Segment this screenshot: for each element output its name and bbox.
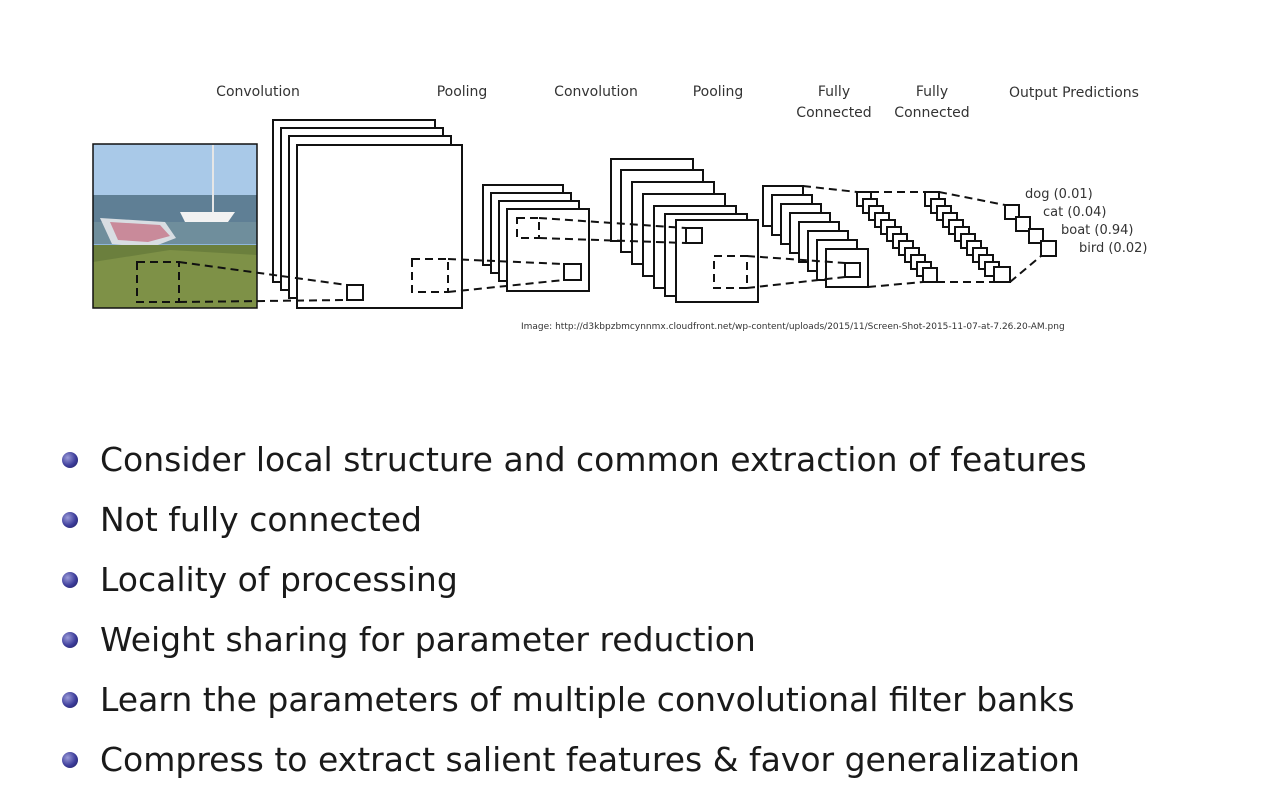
bullet-list: Consider local structure and common extr… [58,430,1087,790]
bullet-text: Not fully connected [100,500,422,539]
fc1-neurons [856,191,938,283]
pool1-feature-maps [482,184,590,292]
bullet-dot-icon [62,512,78,528]
bullet-dot-icon [62,752,78,768]
label-pooling-1: Pooling [437,84,488,100]
bullet-dot-icon [62,692,78,708]
conv1-feature-maps [272,119,463,309]
bullet-item: Weight sharing for parameter reduction [58,610,1087,670]
bullet-item: Compress to extract salient features & f… [58,730,1087,790]
fc2-neurons [924,191,1011,283]
prediction-dog: dog (0.01) [1025,187,1093,202]
bullet-dot-icon [62,632,78,648]
label-fully-connected-2-line1: Fully [916,84,948,100]
bullet-text: Consider local structure and common extr… [100,440,1087,479]
conv2-feature-maps [610,158,759,303]
bullet-item: Consider local structure and common extr… [58,430,1087,490]
receptive-field-connections [178,185,1042,303]
label-fully-connected-1-line1: Fully [818,84,850,100]
prediction-cat: cat (0.04) [1043,205,1106,220]
bullet-dot-icon [62,572,78,588]
label-convolution-2: Convolution [554,84,638,100]
bullet-text: Compress to extract salient features & f… [100,740,1080,779]
bullet-text: Learn the parameters of multiple convolu… [100,680,1075,719]
prediction-bird: bird (0.02) [1079,241,1147,256]
bullet-item: Learn the parameters of multiple convolu… [58,670,1087,730]
bullet-text: Locality of processing [100,560,458,599]
label-fully-connected-1-line2: Connected [796,105,871,121]
output-nodes [1004,204,1057,257]
bullet-item: Not fully connected [58,490,1087,550]
bullet-dot-icon [62,452,78,468]
label-output-predictions: Output Predictions [1009,85,1139,101]
cnn-architecture-diagram: Convolution Pooling Convolution Pooling … [92,84,1147,332]
image-credit: Image: http://d3kbpzbmcynnmx.cloudfront.… [521,322,1065,332]
label-convolution-1: Convolution [216,84,300,100]
bullet-text: Weight sharing for parameter reduction [100,620,756,659]
label-fully-connected-2-line2: Connected [894,105,969,121]
label-pooling-2: Pooling [693,84,744,100]
bullet-item: Locality of processing [58,550,1087,610]
pool2-feature-maps [762,185,869,288]
prediction-boat: boat (0.94) [1061,223,1134,238]
input-image-boat-photo [92,143,258,309]
